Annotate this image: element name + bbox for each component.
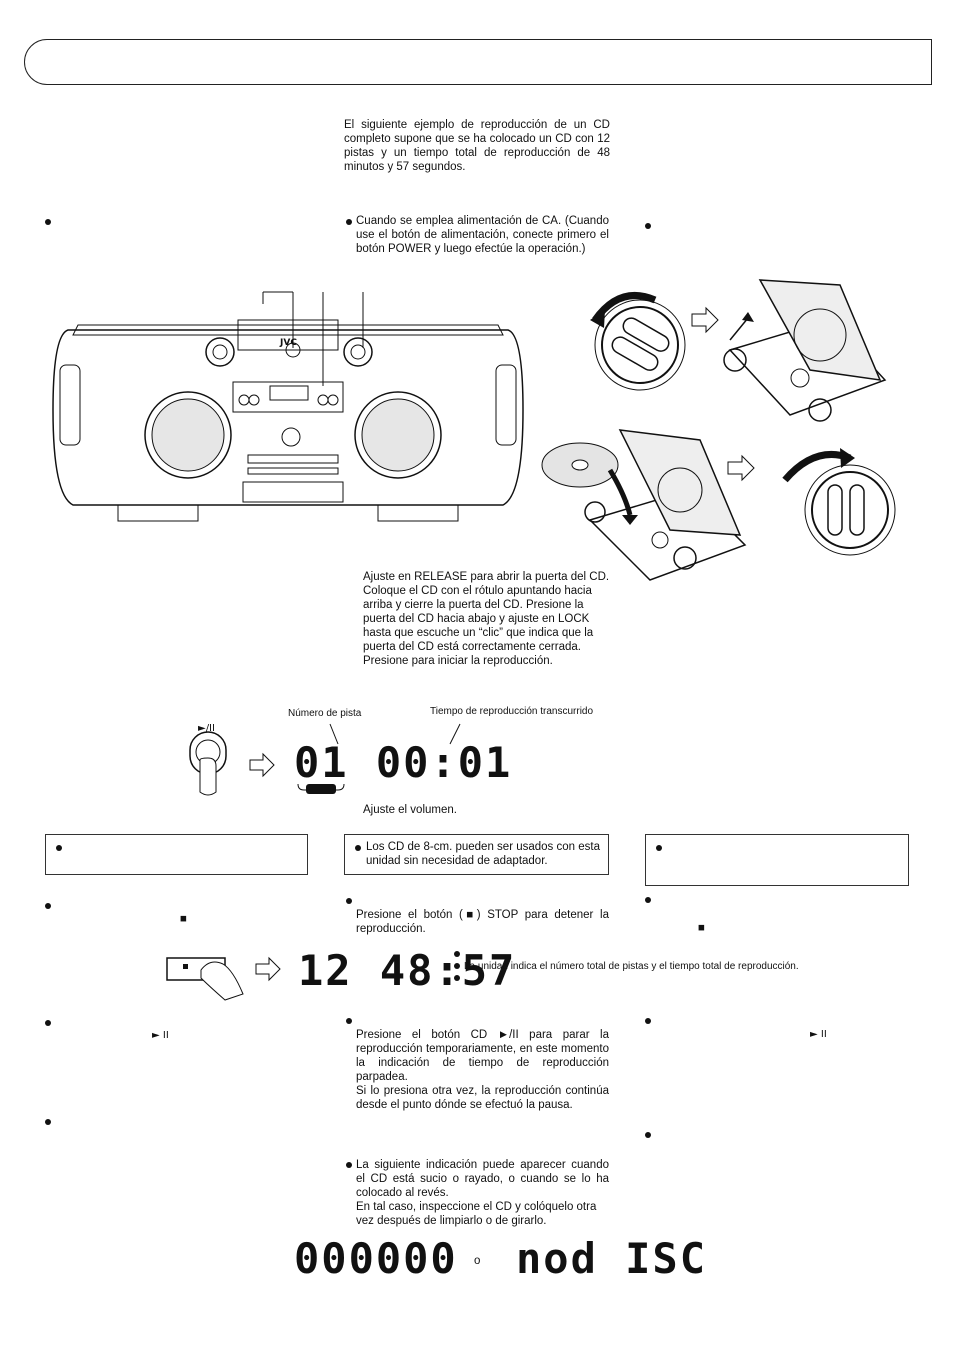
arrow-right-icon: [249, 752, 275, 778]
bullet: [645, 1018, 651, 1024]
cd-door-open-illustration: [723, 279, 887, 422]
pause-instruction-line1: Presione el botón CD ►/II para parar la …: [356, 1029, 609, 1083]
note-box-8cm: Los CD de 8-cm. pueden ser usados con es…: [344, 834, 609, 875]
bullet: [346, 1018, 352, 1024]
display-error-zeros: 000000: [294, 1234, 458, 1283]
cd-release-dial-illustration: [590, 292, 686, 391]
cd-instruction-release: Ajuste en RELEASE para abrir la puerta d…: [363, 571, 610, 583]
stop-symbol-right: ■: [698, 922, 705, 934]
bullet: [355, 845, 361, 851]
label-pointer-lines: [329, 723, 461, 745]
bullet: [45, 1119, 51, 1125]
arrow-right-icon: [255, 956, 281, 982]
bullet: [45, 219, 51, 225]
cd-disc-illustration: [541, 442, 619, 488]
bullet: [56, 845, 62, 851]
ac-power-note: Cuando se emplea alimentación de CA. (Cu…: [356, 215, 609, 255]
elapsed-time-label: Tiempo de reproducción transcurrido: [430, 706, 594, 717]
track-indicator-bracket: [297, 783, 345, 794]
track-number-label: Número de pista: [288, 708, 362, 719]
stop-button-press-illustration[interactable]: [165, 950, 245, 1001]
cd-door-insert-illustration: [584, 429, 747, 581]
display-or-label: o: [474, 1255, 481, 1267]
error-instruction: La siguiente indicación puede aparecer c…: [356, 1158, 609, 1228]
total-display-caption: La unidad indica el número total de pist…: [464, 961, 799, 972]
display-error-nodisc: nod ISC: [516, 1234, 708, 1283]
bullet: [645, 897, 651, 903]
stop-instruction: Presione el botón (■) STOP para detener …: [356, 909, 609, 935]
arrow-right-icon: [727, 454, 755, 482]
cd-lock-dial-illustration: [782, 448, 896, 556]
error-instruction-line2: En tal caso, inspeccione el CD y colóque…: [356, 1201, 597, 1227]
intro-text: El siguiente ejemplo de reproducción de …: [344, 119, 610, 173]
play-button-press-illustration[interactable]: [188, 730, 233, 800]
pause-instruction-line2: Si lo presiona otra vez, la reproducción…: [356, 1085, 609, 1111]
play-pause-label: ►/II: [198, 723, 215, 734]
bullet: [45, 1020, 51, 1026]
brand-logo: JVC: [280, 338, 297, 348]
error-instruction-line1: La siguiente indicación puede aparecer c…: [356, 1159, 609, 1199]
stop-symbol-left: ■: [180, 913, 187, 925]
bullet: [346, 898, 352, 904]
bullet: [656, 845, 662, 851]
volume-instruction: Ajuste el volumen.: [363, 804, 457, 816]
note-box-left: [45, 834, 308, 875]
cd-instruction-play: Presione para iniciar la reproducción.: [363, 655, 553, 667]
cd-instruction-insert: Coloque el CD con el rótulo apuntando ha…: [363, 585, 594, 653]
bullet: [645, 1132, 651, 1138]
bullet: [346, 219, 352, 225]
blink-dots: [454, 951, 460, 981]
bullet: [346, 1162, 352, 1168]
pause-instruction: Presione el botón CD ►/II para parar la …: [356, 1028, 609, 1112]
cd-instructions: Ajuste en RELEASE para abrir la puerta d…: [363, 570, 610, 668]
pause-symbol-left: ► II: [152, 1030, 169, 1041]
note-box-right: [645, 834, 909, 886]
pause-symbol-right: ► II: [810, 1029, 827, 1040]
display-playing: 01 00:01: [294, 738, 513, 787]
bullet: [45, 903, 51, 909]
boombox-illustration: [52, 291, 524, 522]
display-total: 12 48:57: [298, 946, 517, 995]
bullet: [645, 223, 651, 229]
arrow-right-icon: [691, 306, 719, 334]
section-header-bar: [24, 39, 932, 85]
note-8cm-text: Los CD de 8-cm. pueden ser usados con es…: [366, 841, 600, 867]
